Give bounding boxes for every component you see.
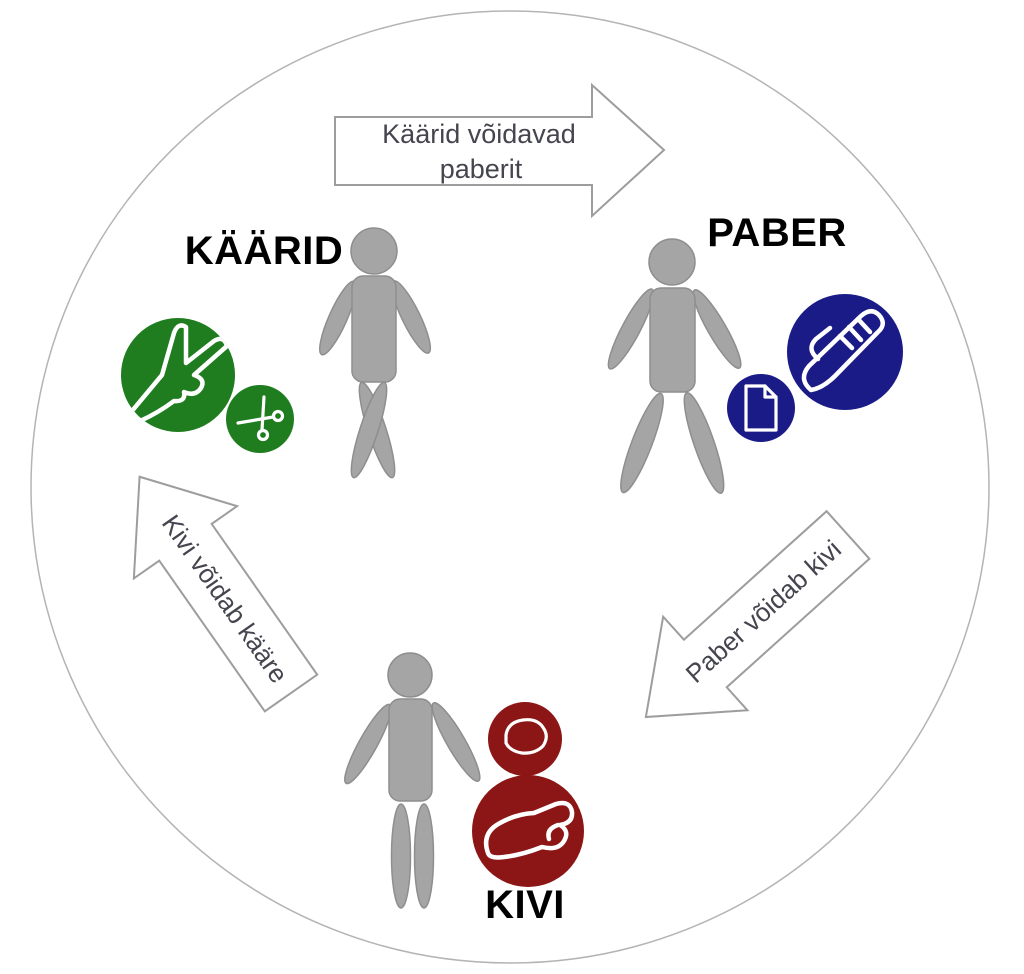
stone-icon [504,718,548,755]
paper-hand-badge [787,294,903,410]
scissors-icon [236,395,285,442]
v-sign-hand-icon [121,323,230,428]
person-rock-right-arm [431,702,481,782]
flat-hand-icon [801,309,885,393]
paper-badges [727,294,903,442]
person-rock-right-leg [413,803,435,909]
person-paper-head [648,238,696,286]
arrow-down-left-shape [644,509,871,719]
person-paper-left-leg [620,392,664,494]
paper-sheet-badge [727,374,795,442]
arrow-up-left-shape [132,475,319,713]
person-scissors-torso [351,275,397,383]
person-rock-torso [388,698,433,802]
stone-badge [488,702,562,776]
node-label-rock: KIVI [485,883,565,927]
person-scissors-head [350,227,398,275]
person-figure-rock [344,652,481,909]
person-paper-right-leg [683,392,725,494]
rock-badges [472,702,584,887]
person-paper-right-arm [692,289,742,369]
fist-hand-icon [483,800,575,860]
person-figure-scissors [319,227,432,479]
cycle-circle-outline [30,10,990,964]
paper-sheet-icon [744,384,778,432]
person-paper-left-arm [607,288,655,370]
person-paper-torso [649,287,696,393]
arrow-right-shape [334,82,666,219]
person-rock-left-leg [390,803,412,909]
scissors-hand-badge [121,318,235,432]
scissors-badges [121,318,294,453]
arrow-label-scissors-beats-paper-line1: Käärid võidavad [382,119,576,149]
arrow-scissors-to-paper: Käärid võidavad paberit [334,82,666,219]
person-figure-paper [607,238,742,494]
person-rock-head [387,652,433,698]
node-label-paper: PABER [707,211,847,255]
node-label-scissors: KÄÄRID [185,229,344,273]
arrow-label-scissors-beats-paper-line2: paberit [440,154,523,184]
